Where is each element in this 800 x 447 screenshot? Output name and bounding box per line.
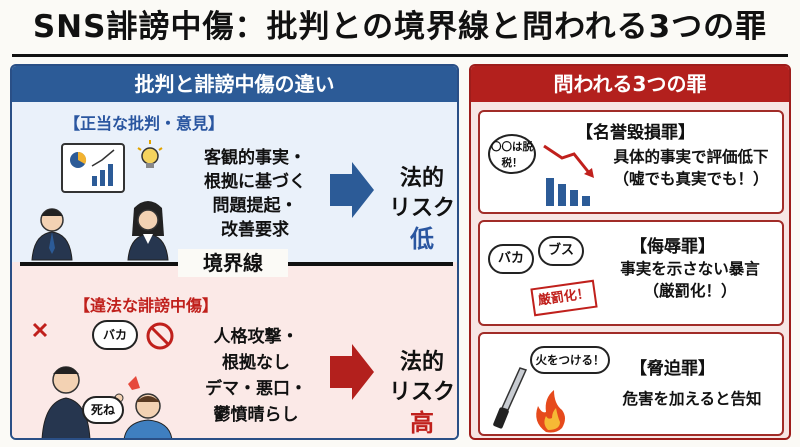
legit-criteria-item: 改善要求	[221, 220, 289, 240]
crime-desc-line: （厳罰化！）	[643, 282, 737, 300]
victim-icon	[123, 376, 173, 438]
death-threat-bubble: 死ね	[82, 396, 124, 424]
meeting-illustration	[31, 140, 169, 261]
insult-bubble: バカ	[92, 320, 138, 350]
risk-level-low: 低	[410, 225, 434, 253]
crime-desc-line: （嘘でも真実でも！）	[613, 170, 769, 188]
legit-criteria-item: 客観的事実・	[204, 148, 306, 168]
crime-title: 【脅迫罪】	[630, 359, 715, 379]
no-symbol-icon	[146, 322, 174, 350]
crime-desc-line: 事実を示さない暴言	[620, 260, 760, 278]
crime-card-defamation: 【名誉毀損罪】 〇〇は脱税！ 具体的事実で評価低下 （嘘でも真実でも！）	[478, 110, 784, 214]
crime-card-insult: バカ ブス 厳罰化！ 【侮辱罪】 事実を示さない暴言 （厳罰化！）	[478, 220, 784, 326]
threat-bubble: 火をつける！	[530, 346, 610, 374]
chart-board-icon	[61, 143, 125, 193]
anger-icon	[32, 322, 48, 338]
knife-icon	[493, 367, 528, 429]
lightbulb-icon	[137, 140, 163, 168]
crime-description: 危害を加えると告知	[622, 390, 762, 408]
legit-criteria-item: 根拠に基づく	[204, 172, 306, 192]
crime-title: 【名誉毀損罪】	[576, 123, 695, 143]
title-divider	[12, 54, 788, 57]
illegal-criteria-item: 人格攻撃・	[213, 327, 299, 347]
tax-evasion-bubble: 〇〇は脱税！	[488, 134, 536, 174]
comparison-panel: 批判と誹謗中傷の違い 【正当な批判・意見】	[10, 64, 459, 440]
page-title: SNS誹謗中傷：批判との境界線と問われる3つの罪	[32, 9, 768, 45]
insult-bubble: ブス	[538, 236, 584, 266]
illegal-criteria-item: 根拠なし	[222, 353, 290, 373]
insult-bubble: バカ	[488, 244, 534, 274]
businessman-icon	[31, 208, 73, 261]
illegal-defamation-label: 【違法な誹謗中傷】	[74, 296, 219, 315]
crime-description: 具体的事実で評価低下 （嘘でも真実でも！）	[598, 146, 784, 190]
crime-desc-line: 具体的事実で評価低下	[613, 148, 769, 166]
businesswoman-icon	[127, 201, 169, 261]
illegal-criteria-item: デマ・悪口・	[205, 379, 307, 399]
boundary-label: 境界線	[178, 249, 288, 277]
arrow-right-icon	[330, 162, 374, 218]
legit-criteria-item: 問題提起・	[212, 196, 298, 216]
illegal-criteria-list: 人格攻撃・ 根拠なし デマ・悪口・ 鬱憤晴らし	[188, 324, 324, 428]
threat-illustration	[493, 367, 565, 433]
crime-description: 事実を示さない暴言 （厳罰化！）	[596, 258, 784, 302]
crimes-panel: 問われる3つの罪 【名誉毀損罪】 〇〇は脱税！ 具体的事実で評価低下 （嘘でも真…	[469, 64, 791, 440]
arrow-right-icon	[330, 344, 374, 400]
declining-graph-icon	[543, 144, 594, 206]
penalty-stamp: 厳罰化！	[530, 279, 598, 317]
risk-label: 法的	[399, 350, 444, 375]
risk-label: リスク	[388, 380, 455, 405]
legal-risk-high: 法的 リスク 高	[382, 348, 457, 438]
legit-criticism-label: 【正当な批判・意見】	[64, 114, 225, 133]
risk-level-high: 高	[410, 409, 434, 437]
risk-label: 法的	[399, 166, 444, 191]
illegal-criteria-item: 鬱憤晴らし	[213, 405, 299, 425]
crime-card-intimidation: 火をつける！ 【脅迫罪】 危害を加えると告知	[478, 332, 784, 436]
crimes-header: 問われる3つの罪	[471, 66, 789, 102]
fire-icon	[536, 390, 565, 433]
risk-label: リスク	[388, 196, 455, 221]
comparison-header: 批判と誹謗中傷の違い	[12, 66, 457, 102]
legit-criteria-list: 客観的事実・ 根拠に基づく 問題提起・ 改善要求	[188, 146, 322, 242]
crime-title: 【侮辱罪】	[630, 237, 715, 257]
legal-risk-low: 法的 リスク 低	[382, 164, 457, 254]
